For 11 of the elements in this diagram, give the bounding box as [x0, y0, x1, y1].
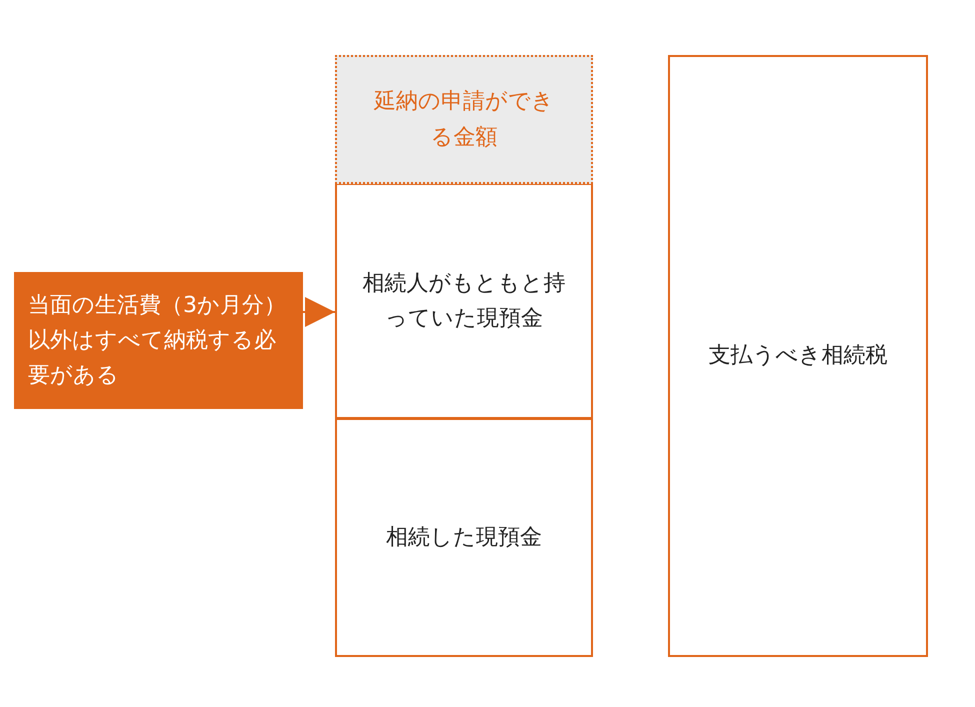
amount-box [335, 55, 593, 184]
callout-text: 当面の生活費（3か月分）以外はすべて納税する必要がある [28, 292, 287, 390]
box-label: 相続した現預金 [386, 524, 542, 552]
amount-box [335, 418, 593, 657]
amount-box [668, 55, 928, 657]
box-label: 支払うべき相続税 [708, 342, 888, 370]
callout-pointer [303, 297, 335, 327]
box-label: 延納の申請ができる金額 [374, 88, 554, 152]
box-label: 相続人がもともと持っていた現預金 [362, 270, 566, 333]
callout-box [14, 272, 303, 409]
amount-box [335, 183, 593, 419]
